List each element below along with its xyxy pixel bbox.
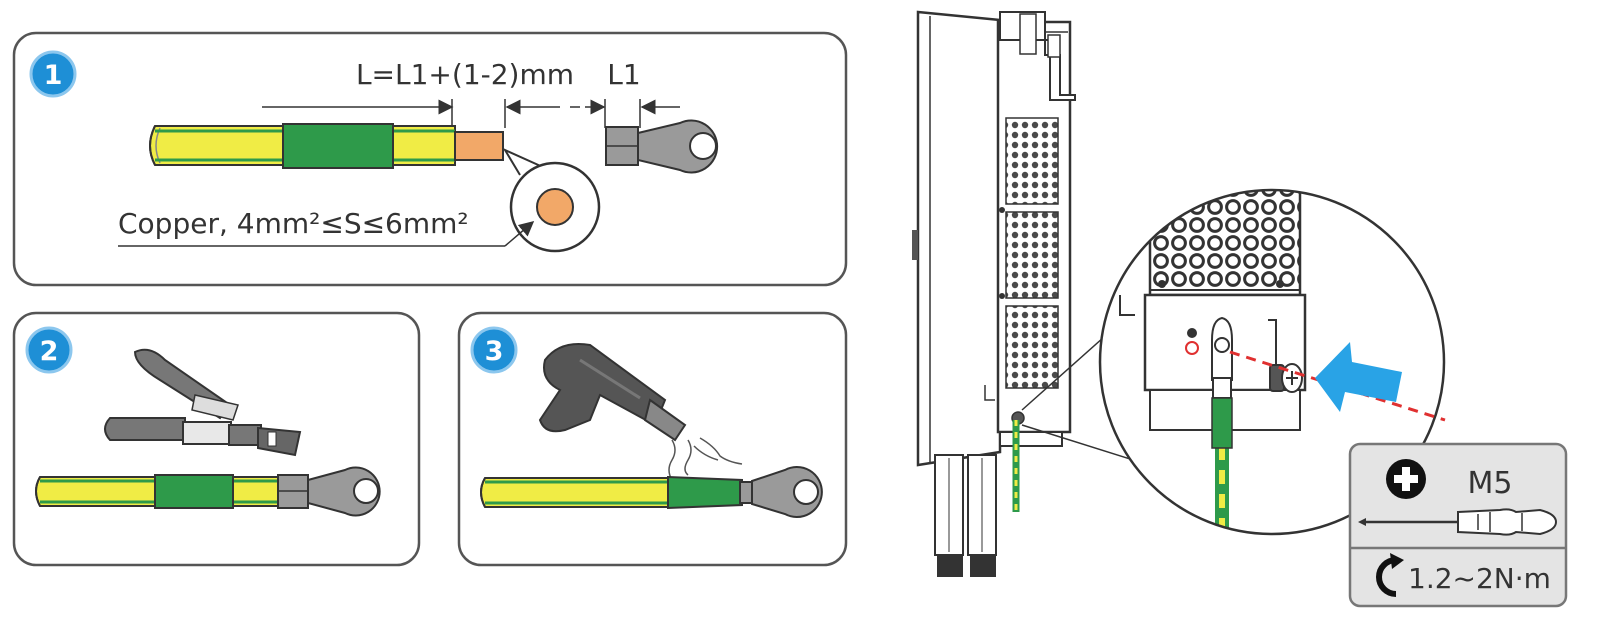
crimped-cable-step2 xyxy=(35,466,381,517)
step2-panel: 2 xyxy=(12,311,421,567)
insert-direction-arrow xyxy=(1315,342,1402,412)
copper-core xyxy=(454,131,504,161)
conductor-spec-label: Copper, 4mm²≤S≤6mm² xyxy=(118,207,469,240)
crimping-tool xyxy=(104,348,302,457)
step3-number: 3 xyxy=(485,336,504,367)
stripped-cable xyxy=(149,123,504,169)
finished-cable-step3 xyxy=(480,466,823,518)
terminal-length-label: L1 xyxy=(607,58,640,91)
screw-size-label: M5 xyxy=(1468,466,1513,501)
strip-length-label: L=L1+(1-2)mm xyxy=(356,58,574,91)
torque-rotate-icon xyxy=(1376,553,1404,597)
inverter-side-view xyxy=(912,10,1076,577)
step3-panel: 3 xyxy=(457,311,848,567)
step2-badge xyxy=(25,326,73,374)
step1-panel: 1 L=L1+(1-2)mm L1 xyxy=(12,31,848,287)
step3-badge xyxy=(470,326,518,374)
tool-spec-panel: M5 1.2~2N·m xyxy=(1348,442,1568,608)
step2-number: 2 xyxy=(40,336,59,367)
phillips-head-icon xyxy=(1386,459,1426,499)
dimension-arrows xyxy=(262,99,680,128)
step1-number: 1 xyxy=(44,60,63,91)
torque-label: 1.2~2N·m xyxy=(1408,562,1551,595)
heat-gun xyxy=(538,343,687,442)
screwdriver-icon xyxy=(1358,508,1558,536)
ot-terminal xyxy=(605,119,719,174)
screw-alignment-line xyxy=(1229,350,1446,422)
heat-shrink-sleeve xyxy=(282,123,394,169)
step1-badge xyxy=(29,50,77,98)
cross-section-callout xyxy=(118,147,601,253)
heat-waves xyxy=(668,437,743,481)
